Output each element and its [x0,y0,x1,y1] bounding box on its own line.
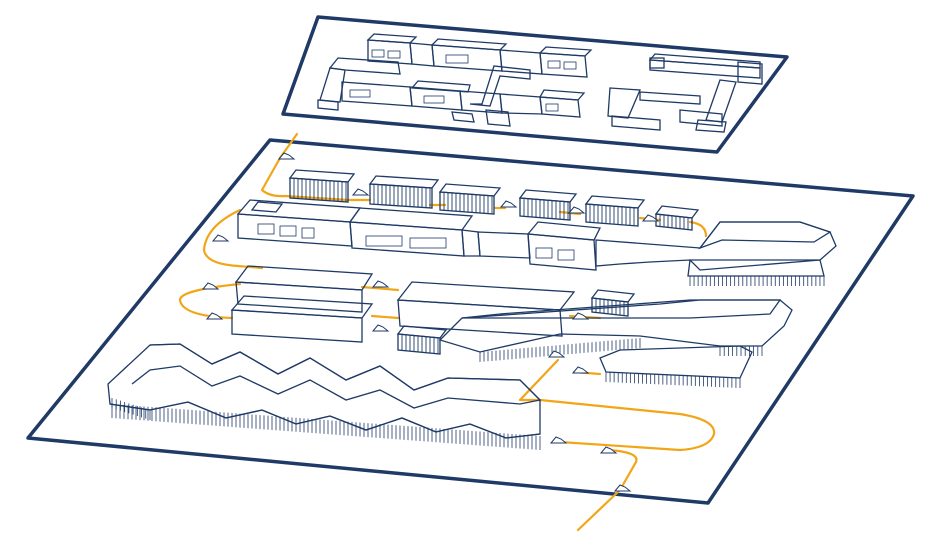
storage-box-8 [396,325,448,355]
storage-row-top [288,169,700,355]
green-conveyor-structure [107,343,542,439]
vehicle-6 [201,282,220,290]
upper-floor-plate [281,15,789,154]
route-segment-top-entry [260,132,350,202]
support-pillars [111,276,825,450]
pink-wing-middle [438,299,793,353]
vehicle-16 [211,234,230,242]
route-segment-bottom-loop [518,358,716,452]
route-segment-left-loop-1 [202,208,264,270]
vehicle-3 [499,200,518,208]
vehicle-12 [599,446,618,454]
vehicle-1 [351,188,370,196]
upper-windows-a [371,49,577,70]
storage-box-2 [368,175,440,209]
upper-right-complex [607,53,763,133]
vehicle-15 [277,152,296,160]
upper-left-purple-wing [317,57,401,111]
storage-box-6 [654,205,700,231]
storage-box-5 [584,195,646,227]
upper-windows-b [349,89,559,112]
vehicle-13 [549,436,568,444]
vehicle-8 [371,324,390,332]
vehicle-9 [571,312,590,320]
vehicles [201,152,660,492]
transport-route [178,132,716,532]
vehicle-10 [571,366,590,374]
vehicle-14 [613,484,632,492]
vehicle-11 [547,350,566,358]
route-segment-mid-row [360,285,400,320]
blue-strip-windows [257,223,575,261]
peach-warehouse-row [230,265,576,343]
storage-box-4 [518,189,578,221]
vehicle-2 [371,280,390,288]
route-segment-exit [576,448,638,532]
storage-box-3 [438,183,502,215]
blue-building-strip [236,199,602,271]
vehicle-4 [567,206,586,214]
storage-box-1 [288,169,356,203]
vehicle-7 [205,312,224,320]
vehicle-5 [641,214,660,222]
upper-plate-outline [281,15,789,154]
upper-left-building-row-2 [341,65,586,127]
upper-left-building-row-1 [366,33,593,78]
